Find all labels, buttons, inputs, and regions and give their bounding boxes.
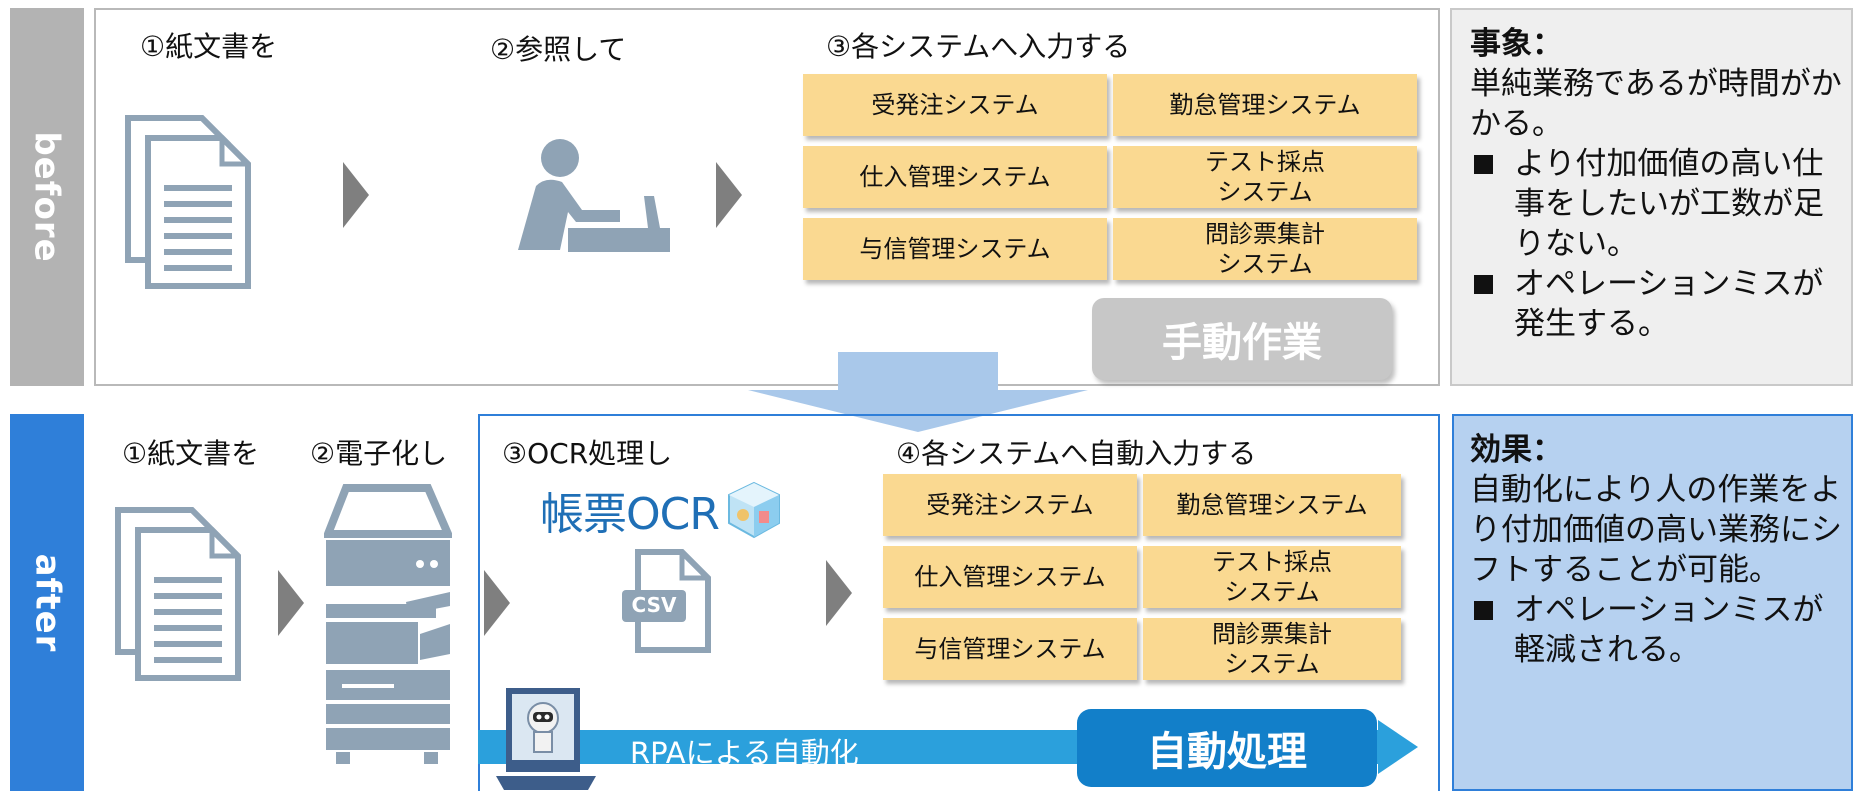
- system-attendance: 勤怠管理システム: [1143, 474, 1401, 536]
- after-step-4: ④各システムへ自動入力する: [896, 437, 1257, 470]
- csv-file-label: CSV: [631, 593, 677, 617]
- system-purchase: 仕入管理システム: [803, 146, 1107, 208]
- before-arrow-1: [343, 162, 369, 228]
- system-purchase: 仕入管理システム: [883, 546, 1137, 608]
- before-step-1: ①紙文書を: [140, 30, 278, 63]
- after-band: after: [10, 414, 84, 791]
- ocr-cube-icon: [727, 481, 780, 539]
- after-note-panel: [1452, 414, 1853, 791]
- after-note-bullet-1: オペレーションミスが軽減される。: [1470, 590, 1850, 670]
- after-note-heading: 効果：: [1470, 432, 1563, 468]
- after-label: after: [27, 553, 68, 652]
- manual-work-badge: 手動作業: [1092, 298, 1392, 380]
- person-at-computer-icon: [518, 139, 670, 252]
- ocr-product-logo: 帳票OCR: [540, 478, 783, 542]
- system-questionnaire: 問診票集計 システム: [1113, 218, 1417, 280]
- scanner-copier-icon: [324, 484, 452, 764]
- before-step-2: ②参照して: [490, 33, 627, 66]
- after-arrow-1: [278, 570, 304, 636]
- paper-documents-icon: [115, 507, 241, 681]
- rpa-label: RPAによる自動化: [630, 736, 859, 770]
- system-order: 受発注システム: [883, 474, 1137, 536]
- csv-file-icon: [622, 549, 711, 653]
- transition-down-arrow: [748, 352, 1088, 432]
- after-step-1: ①紙文書を: [122, 437, 260, 470]
- after-note-text: 自動化により人の作業をより付加価値の高い業務にシフトすることが可能。: [1470, 472, 1842, 588]
- after-arrow-2: [484, 570, 510, 636]
- robot-laptop-icon: [496, 688, 596, 790]
- system-test-grading: テスト採点 システム: [1113, 146, 1417, 208]
- before-arrow-2: [716, 162, 742, 228]
- before-note-bullet-2: オペレーションミスが発生する。: [1470, 264, 1845, 344]
- ocr-logo-text: 帳票OCR: [540, 489, 720, 540]
- before-step-3: ③各システムへ入力する: [826, 30, 1131, 63]
- before-note: 事象： 単純業務であるが時間がかかる。 より付加価値の高い仕事をしたいが工数が足…: [1470, 24, 1845, 344]
- automation-frame: [478, 414, 1440, 791]
- system-credit: 与信管理システム: [883, 618, 1137, 680]
- system-test-grading: テスト採点 システム: [1143, 546, 1401, 608]
- system-questionnaire: 問診票集計 システム: [1143, 618, 1401, 680]
- before-note-bullet-1: より付加価値の高い仕事をしたいが工数が足りない。: [1470, 144, 1845, 264]
- before-note-text: 単純業務であるが時間がかかる。: [1470, 66, 1842, 142]
- before-note-bullet-2-text: オペレーションミスが発生する。: [1514, 266, 1824, 342]
- before-note-bullet-1-text: より付加価値の高い仕事をしたいが工数が足りない。: [1514, 146, 1824, 262]
- after-arrow-3: [826, 560, 852, 626]
- before-note-panel: [1450, 8, 1853, 386]
- after-note-bullet-1-text: オペレーションミスが軽減される。: [1514, 592, 1824, 668]
- before-label: before: [27, 131, 67, 263]
- paper-documents-icon: [125, 115, 251, 289]
- after-note: 効果： 自動化により人の作業をより付加価値の高い業務にシフトすることが可能。 オ…: [1470, 430, 1850, 670]
- before-note-heading: 事象：: [1470, 26, 1563, 62]
- system-order: 受発注システム: [803, 74, 1107, 136]
- after-step-3: ③OCR処理し: [502, 437, 673, 470]
- auto-processing-badge: 自動処理: [1077, 709, 1377, 787]
- system-credit: 与信管理システム: [803, 218, 1107, 280]
- after-step-2: ②電子化し: [310, 437, 448, 470]
- before-band: before: [10, 8, 84, 386]
- system-attendance: 勤怠管理システム: [1113, 74, 1417, 136]
